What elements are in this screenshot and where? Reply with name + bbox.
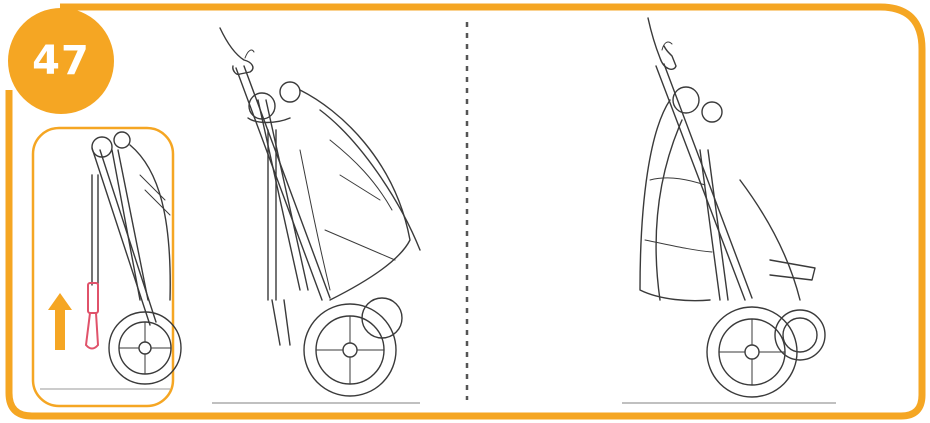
- detail-inset: [33, 128, 173, 406]
- latch-highlight: [86, 283, 98, 349]
- folded-stroller-icon: [236, 66, 420, 396]
- hand-icon: [648, 18, 676, 69]
- step-badge: 47: [8, 8, 114, 114]
- step-number: 47: [32, 38, 90, 84]
- folded-stroller-icon: [640, 64, 825, 397]
- hand-icon: [220, 28, 254, 74]
- arrow-up-icon: [48, 293, 72, 350]
- folded-stroller-icon: [92, 132, 181, 384]
